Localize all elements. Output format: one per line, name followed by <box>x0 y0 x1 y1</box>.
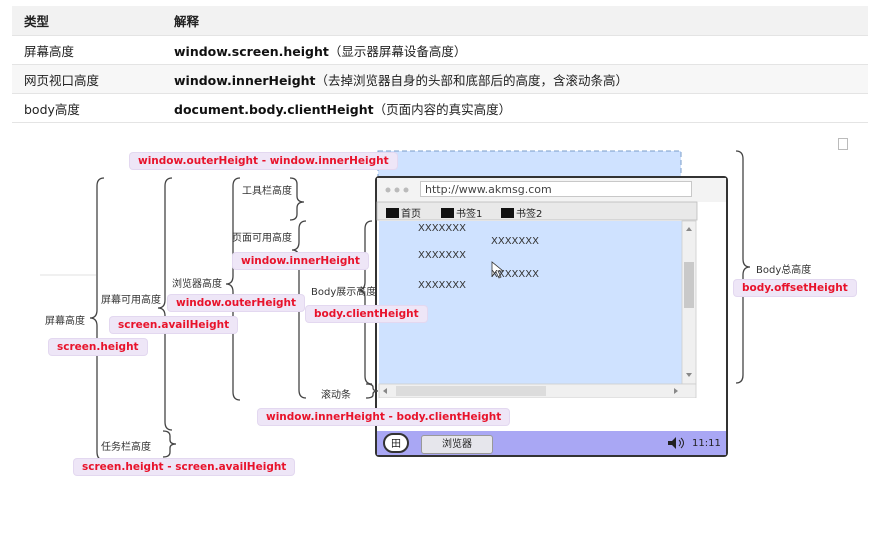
folder-icon <box>501 208 514 218</box>
row-type: 屏幕高度 <box>12 35 162 65</box>
row-note: （显示器屏幕设备高度） <box>328 43 467 59</box>
label-scrollbar: 滚动条 <box>321 390 351 401</box>
row-desc: window.innerHeight（去掉浏览器自身的头部和底部后的高度，含滚动… <box>162 64 868 94</box>
header-type: 类型 <box>12 6 162 36</box>
row-desc: document.body.clientHeight（页面内容的真实高度） <box>162 93 868 123</box>
window-dot-icon <box>403 187 409 193</box>
brace-toolbar <box>289 177 305 221</box>
pill-screen-minus-avail: screen.height - screen.availHeight <box>74 459 295 475</box>
bookmark-item[interactable]: 书签1 <box>441 205 482 220</box>
bookmark-item[interactable]: 书签2 <box>501 205 542 220</box>
bookmark-bar <box>376 201 698 221</box>
pill-inner-height: window.innerHeight <box>233 253 368 269</box>
pill-outer-minus-inner: window.outerHeight - window.innerHeight <box>130 153 397 169</box>
table-row: 网页视口高度 window.innerHeight（去掉浏览器自身的头部和底部后… <box>12 64 868 94</box>
taskbar-clock: 11:11 <box>692 438 721 449</box>
cursor-icon <box>491 261 505 279</box>
scroll-up-icon <box>686 227 692 231</box>
bookmark-label: 书签2 <box>516 209 543 220</box>
label-body-display-height: Body展示高度 <box>311 287 377 298</box>
brace-body-total <box>735 150 751 384</box>
row-note: （页面内容的真实高度） <box>373 101 512 117</box>
brace-body-display <box>357 220 373 385</box>
row-desc: window.screen.height（显示器屏幕设备高度） <box>162 35 868 65</box>
table-row: 屏幕高度 window.screen.height（显示器屏幕设备高度） <box>12 35 868 65</box>
row-note: （去掉浏览器自身的头部和底部后的高度，含滚动条高） <box>315 72 629 88</box>
pill-client-height: body.clientHeight <box>306 306 427 322</box>
label-taskbar-height: 任务栏高度 <box>101 442 151 453</box>
row-type: 网页视口高度 <box>12 64 162 94</box>
table-header-row: 类型 解释 <box>12 6 868 36</box>
content-item: XXXXXXX <box>418 223 466 234</box>
row-code: document.body.clientHeight <box>174 101 374 117</box>
scroll-right-icon <box>674 388 678 394</box>
label-browser-height: 浏览器高度 <box>172 279 222 290</box>
header-desc: 解释 <box>162 6 868 36</box>
bookmark-item[interactable]: 首页 <box>386 205 421 220</box>
speaker-icon <box>668 437 676 449</box>
taskbar-browser-button[interactable]: 浏览器 <box>421 435 493 454</box>
pill-offset-height: body.offsetHeight <box>734 280 856 296</box>
browser-content <box>379 221 682 384</box>
label-toolbar-height: 工具栏高度 <box>242 186 292 197</box>
address-bar[interactable]: http://www.akmsg.com <box>420 181 692 197</box>
brace-browser-height <box>225 177 241 401</box>
scroll-thumb <box>684 262 694 308</box>
label-page-avail-height: 页面可用高度 <box>232 233 292 244</box>
start-button[interactable]: 田 <box>383 433 409 453</box>
brace-avail-height <box>157 177 173 431</box>
brace-scrollbar <box>365 383 379 399</box>
pill-screen-height: screen.height <box>49 339 147 355</box>
height-table: 类型 解释 屏幕高度 window.screen.height（显示器屏幕设备高… <box>12 6 868 123</box>
label-body-total-height: Body总高度 <box>756 265 812 276</box>
folder-icon <box>441 208 454 218</box>
scroll-left-icon <box>383 388 387 394</box>
window-dot-icon <box>385 187 391 193</box>
window-dot-icon <box>394 187 400 193</box>
brace-page-avail <box>291 220 307 399</box>
pill-avail-height: screen.availHeight <box>110 317 238 333</box>
label-screen-height: 屏幕高度 <box>45 316 85 327</box>
h-scroll-thumb <box>396 386 546 396</box>
row-code: window.innerHeight <box>174 72 316 88</box>
content-item: XXXXXXX <box>418 250 466 261</box>
brace-taskbar <box>162 430 177 458</box>
body-overflow-area <box>377 150 682 179</box>
content-item: XXXXXXX <box>418 280 466 291</box>
folder-icon <box>386 208 399 218</box>
corner-mark <box>838 138 848 150</box>
row-code: window.screen.height <box>174 43 329 59</box>
brace-screen-height <box>89 177 105 461</box>
bookmark-label: 书签1 <box>456 209 483 220</box>
label-avail-height: 屏幕可用高度 <box>101 295 161 306</box>
content-item: XXXXXXX <box>491 269 539 280</box>
scroll-down-icon <box>686 373 692 377</box>
pill-inner-minus-client: window.innerHeight - body.clientHeight <box>258 409 510 425</box>
table-row: body高度 document.body.clientHeight（页面内容的真… <box>12 93 868 123</box>
pill-outer-height: window.outerHeight <box>168 295 305 311</box>
row-type: body高度 <box>12 93 162 123</box>
bookmark-label: 首页 <box>401 209 421 220</box>
content-item: XXXXXXX <box>491 236 539 247</box>
